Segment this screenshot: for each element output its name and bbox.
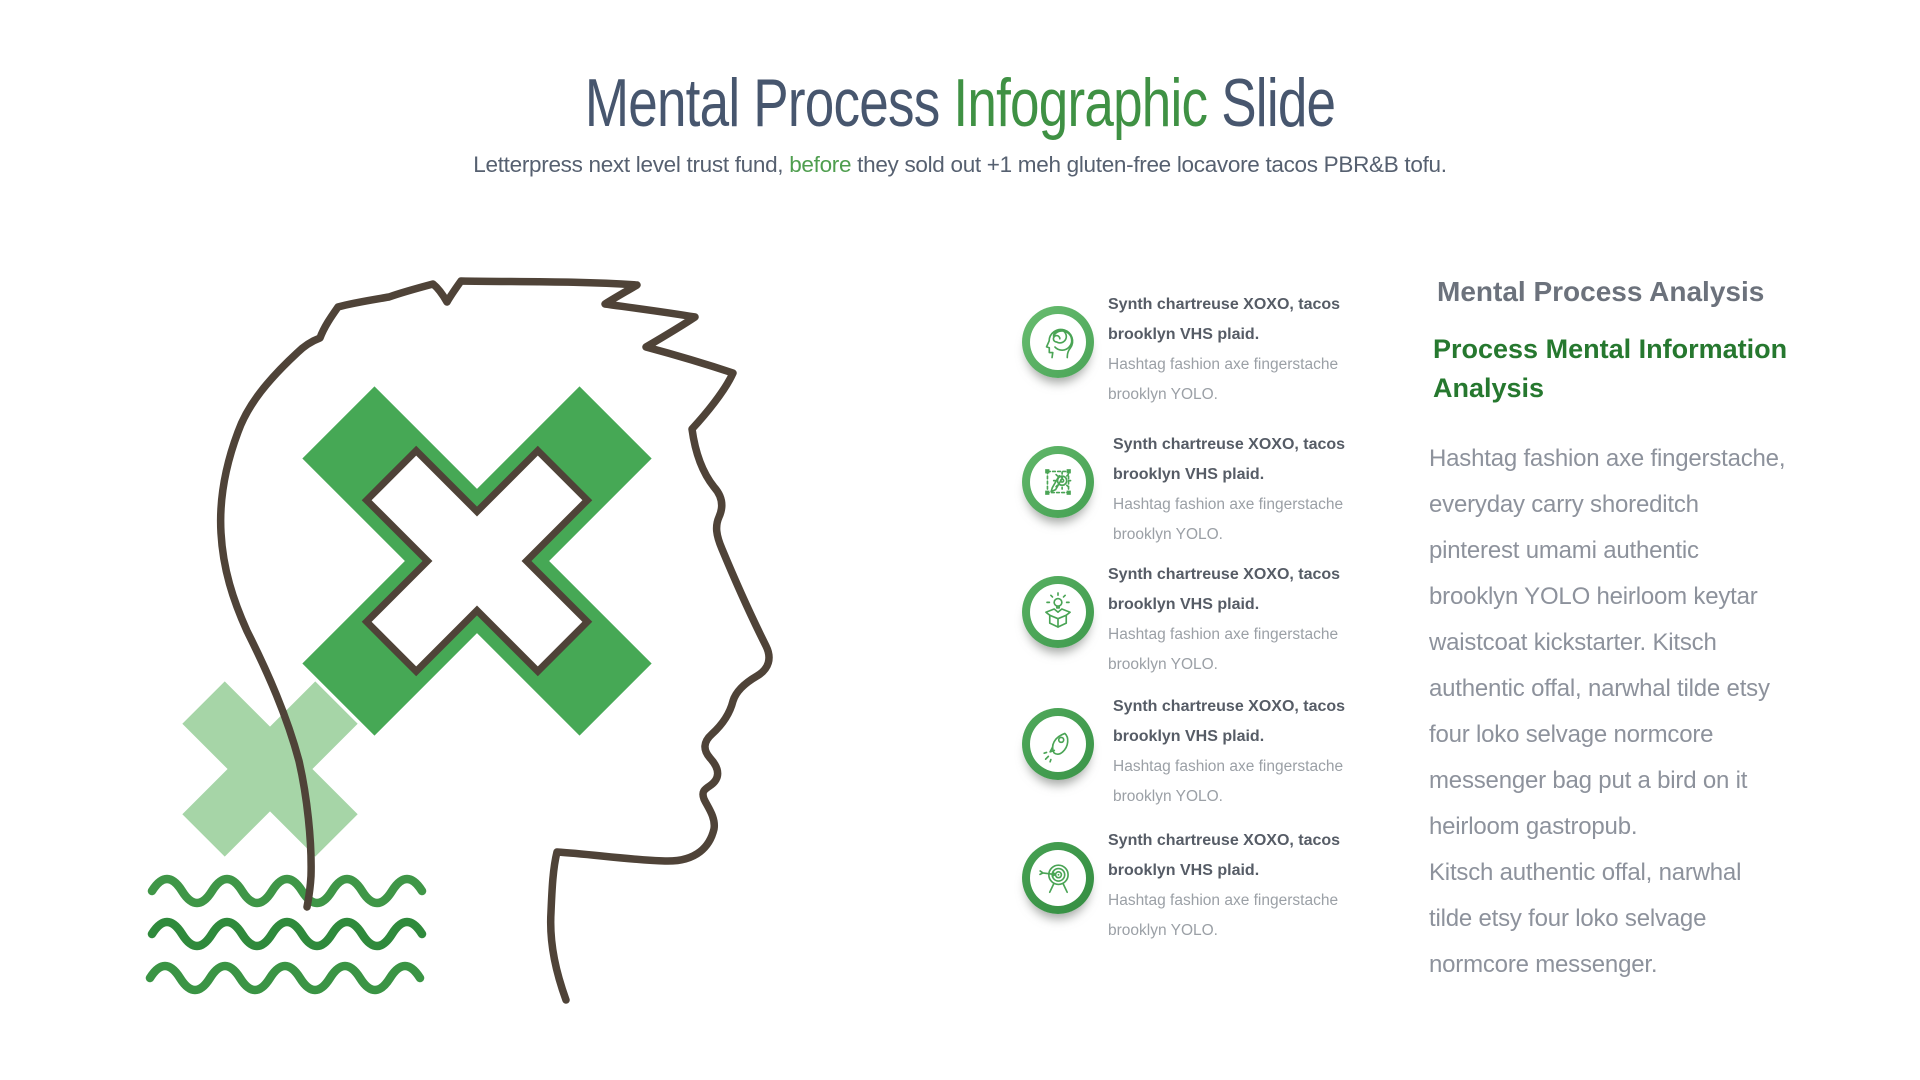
analysis-paragraph-2: Kitsch authentic offal, narwhal tilde et… <box>1429 859 1742 978</box>
process-item-circle <box>1022 306 1094 378</box>
mind-maze-icon <box>1045 328 1074 359</box>
process-item-circle <box>1022 446 1094 518</box>
page-subtitle-part2: they sold out +1 meh gluten-free locavor… <box>851 152 1447 177</box>
process-item-circle <box>1022 708 1094 780</box>
analysis-heading-green: Process Mental Information Analysis <box>1433 334 1788 403</box>
idea-box-icon <box>1045 592 1071 628</box>
process-item: Synth chartreuse XOXO, tacos brooklyn VH… <box>1022 826 1367 958</box>
process-item-title: Synth chartreuse XOXO, tacos brooklyn VH… <box>1108 566 1341 613</box>
design-pencil-icon <box>1045 469 1072 495</box>
process-item-circle <box>1022 576 1094 648</box>
process-item-title: Synth chartreuse XOXO, tacos brooklyn VH… <box>1108 832 1341 879</box>
page-title-part2: Slide <box>1207 65 1336 141</box>
target-icon <box>1039 864 1069 894</box>
page-title-accent: Infographic <box>953 65 1208 141</box>
process-item-description: Hashtag fashion axe fingerstache brookly… <box>1113 758 1344 805</box>
process-item: Synth chartreuse XOXO, tacos brooklyn VH… <box>1022 430 1367 562</box>
process-item-description: Hashtag fashion axe fingerstache brookly… <box>1108 356 1339 403</box>
page-subtitle-part1: Letterpress next level trust fund, <box>473 152 790 177</box>
process-item: Synth chartreuse XOXO, tacos brooklyn VH… <box>1022 692 1367 824</box>
head-outline <box>216 277 773 1004</box>
wave-lines <box>145 874 427 995</box>
process-item-title: Synth chartreuse XOXO, tacos brooklyn VH… <box>1113 698 1346 745</box>
page-title: Mental Process Infographic Slide <box>0 65 1920 141</box>
page-title-part1: Mental Process <box>584 65 954 141</box>
process-item: Synth chartreuse XOXO, tacos brooklyn VH… <box>1022 290 1367 422</box>
inner-cross-shape <box>361 445 593 677</box>
process-item-circle <box>1022 842 1094 914</box>
process-item-title: Synth chartreuse XOXO, tacos brooklyn VH… <box>1113 436 1346 483</box>
head-profile-illustration <box>145 277 773 1004</box>
process-item-description: Hashtag fashion axe fingerstache brookly… <box>1108 626 1339 673</box>
process-item-description: Hashtag fashion axe fingerstache brookly… <box>1113 496 1344 543</box>
page-subtitle-accent: before <box>789 152 852 177</box>
analysis-paragraph-1: Hashtag fashion axe fingerstache, everyd… <box>1429 445 1786 840</box>
process-item: Synth chartreuse XOXO, tacos brooklyn VH… <box>1022 560 1367 692</box>
analysis-heading-gray: Mental Process Analysis <box>1437 276 1765 307</box>
rocket-icon <box>1043 732 1069 763</box>
page-subtitle: Letterpress next level trust fund, befor… <box>0 152 1920 178</box>
small-cross-shape <box>182 681 358 857</box>
process-item-description: Hashtag fashion axe fingerstache brookly… <box>1108 892 1339 939</box>
process-item-title: Synth chartreuse XOXO, tacos brooklyn VH… <box>1108 296 1341 343</box>
